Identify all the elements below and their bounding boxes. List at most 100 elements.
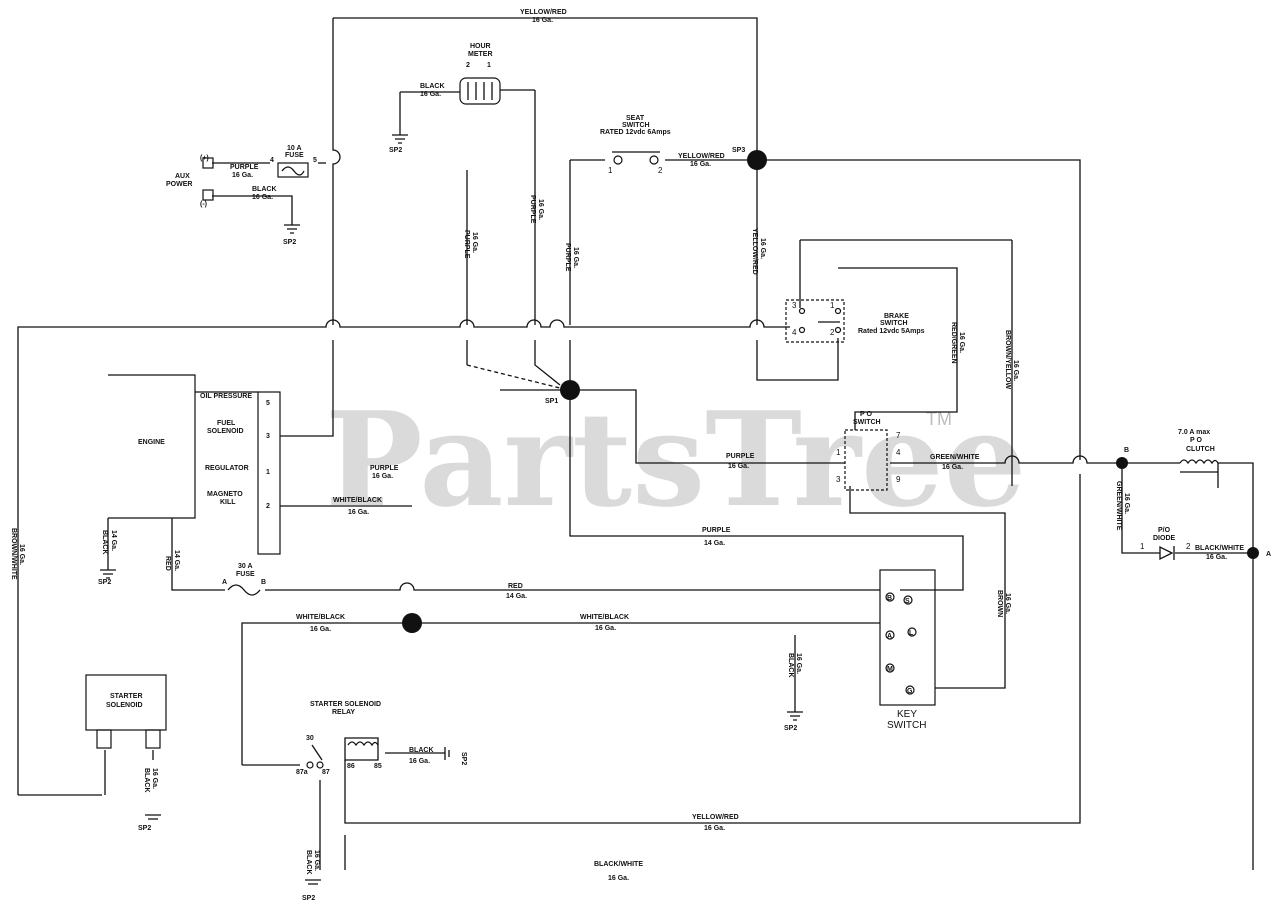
wl-gw-pto: GREEN/WHITE xyxy=(930,454,980,461)
wl-black-relay-v-ga: 16 Ga. xyxy=(313,850,320,871)
wl-bw-diode: BLACK/WHITE xyxy=(1195,545,1244,552)
pto-pin-3: 3 xyxy=(836,475,841,484)
engine-label: ENGINE xyxy=(138,439,165,446)
engine-pin-5: 5 xyxy=(266,400,270,407)
wl-red-green: RED/GREEN xyxy=(950,322,957,364)
wl-red-ga: 14 Ga. xyxy=(506,593,527,600)
wl-yr-seat: YELLOW/RED xyxy=(678,153,725,160)
relay-pin-87a: 87a xyxy=(296,769,308,776)
watermark-tm: TM xyxy=(926,409,952,429)
pto-pin-9: 9 xyxy=(896,475,901,484)
starter-solenoid-label: STARTER xyxy=(110,693,143,700)
ks-pin-b: B xyxy=(887,595,892,602)
wl-purple-pto-ga: 16 Ga. xyxy=(728,463,749,470)
wl-black-aux: BLACK xyxy=(252,186,277,193)
wl-wb-mag-ga: 16 Ga. xyxy=(348,509,369,516)
wl-purple-eng: PURPLE xyxy=(370,465,399,472)
hour-meter-body xyxy=(459,77,501,105)
fuse-10a: 10 A FUSE 4 5 xyxy=(270,145,317,178)
fuel-solenoid-label-2: SOLENOID xyxy=(207,428,244,435)
wl-purple-ks: PURPLE xyxy=(702,527,731,534)
relay-label: STARTER SOLENOID xyxy=(310,701,381,708)
wl-yr-bottom: YELLOW/RED xyxy=(692,814,739,821)
pto-diode-pin-2: 2 xyxy=(1186,542,1191,551)
wl-yr-seat-ga: 16 Ga. xyxy=(690,161,711,168)
wl-red-v-ga: 14 Ga. xyxy=(173,550,180,571)
wl-red: RED xyxy=(508,583,523,590)
key-switch-body xyxy=(879,569,936,706)
ks-pin-l: L xyxy=(909,630,914,637)
seat-switch-pin-1: 1 xyxy=(608,166,613,175)
brake-pin-1: 1 xyxy=(830,301,835,310)
wl-purple-v2: PURPLE xyxy=(529,195,536,224)
brake-pin-2: 2 xyxy=(830,328,835,337)
wires xyxy=(17,17,1254,870)
pto-clutch: 7.0 A max P O CLUTCH xyxy=(1178,429,1219,473)
hour-meter-label: HOUR xyxy=(470,43,491,50)
wl-purple-v3: PURPLE xyxy=(564,243,571,272)
wire-labels: YELLOW/RED 16 Ga. BLACK 16 Ga. PURPLE 16… xyxy=(10,9,1244,882)
seat-switch: SEAT SWITCH RATED 12vdc 6Amps 1 2 xyxy=(600,115,671,175)
regulator-label: REGULATOR xyxy=(205,465,249,472)
wl-wb-right-ga: 16 Ga. xyxy=(595,625,616,632)
watermark-brand: PartsTree xyxy=(325,383,1026,536)
connector-a-label: A xyxy=(1266,551,1271,558)
wl-yr-v: YELLOW/RED xyxy=(751,228,758,275)
oil-pressure-label: OIL PRESSURE xyxy=(200,393,252,400)
seat-switch-label: SEAT xyxy=(626,115,645,122)
fuse-10a-pin-5: 5 xyxy=(313,157,317,164)
wl-black-relay: BLACK xyxy=(409,747,434,754)
fuse-30a-pin-a: A xyxy=(222,579,227,586)
engine-pin-3: 3 xyxy=(266,433,270,440)
wl-brown-yellow: BROWN/YELLOW xyxy=(1004,330,1011,389)
wl-brown-ga: 16 Ga. xyxy=(1004,593,1011,614)
fuse-10a-pin-4: 4 xyxy=(270,157,274,164)
connector-b-label: B xyxy=(1124,447,1129,454)
pto-diode-label: P/O xyxy=(1158,527,1171,534)
fuel-solenoid-label: FUEL xyxy=(217,420,236,427)
wl-black-ks: BLACK xyxy=(787,653,794,678)
key-switch: B S A L M G KEY SWITCH xyxy=(879,569,936,731)
fuse-10a-label-2: FUSE xyxy=(285,152,304,159)
wl-brown-white-ga: 16 Ga. xyxy=(18,544,25,565)
brake-switch: 3 4 1 2 BRAKE SWITCH Rated 12vdc 5Amps xyxy=(785,299,925,343)
wl-brown-white: BROWN/WHITE xyxy=(10,528,17,580)
aux-power: (+) (-) AUX POWER xyxy=(166,155,214,208)
pto-switch-label: P O xyxy=(860,411,872,418)
hour-meter: HOUR METER 2 1 xyxy=(459,43,501,105)
sp1-label: SP1 xyxy=(545,398,558,405)
engine: ENGINE OIL PRESSURE FUEL SOLENOID REGULA… xyxy=(108,374,281,555)
hour-meter-pin-1: 1 xyxy=(487,62,491,69)
wl-wb-mag: WHITE/BLACK xyxy=(333,497,382,504)
relay-pin-85: 85 xyxy=(374,763,382,770)
fuse-30a-label-2: FUSE xyxy=(236,571,255,578)
sp2-label-6: SP2 xyxy=(138,825,151,832)
connector-a-dot xyxy=(1247,547,1259,559)
pto-switch: P O SWITCH 7 1 4 3 9 xyxy=(836,411,901,491)
wl-gw-v-ga: 16 Ga. xyxy=(1123,493,1130,514)
pto-pin-1: 1 xyxy=(836,448,841,457)
ks-pin-g: G xyxy=(907,688,913,695)
brake-switch-label: BRAKE xyxy=(884,313,909,320)
key-switch-label: KEY xyxy=(897,709,917,720)
hour-meter-label-2: METER xyxy=(468,51,493,58)
ks-pin-a: A xyxy=(887,633,892,640)
wl-purple-v1: PURPLE xyxy=(463,230,470,259)
sp2-label-1: SP2 xyxy=(389,147,402,154)
wl-yr-top: YELLOW/RED xyxy=(520,9,567,16)
brake-switch-label-2: SWITCH xyxy=(880,320,908,327)
wl-black-aux-ga: 16 Ga. xyxy=(252,194,273,201)
wl-black-hm-ga: 16 Ga. xyxy=(420,91,441,98)
starter-solenoid-label-2: SOLENOID xyxy=(106,702,143,709)
wl-red-green-ga: 16 Ga. xyxy=(958,332,965,353)
wl-bw-bottom-ga: 16 Ga. xyxy=(608,875,629,882)
starter-relay: STARTER SOLENOID RELAY 30 87a 87 86 85 xyxy=(296,701,382,776)
relay-pin-30: 30 xyxy=(306,735,314,742)
pto-switch-body xyxy=(844,429,888,491)
brake-pin-3: 3 xyxy=(792,301,797,310)
magneto-label: MAGNETO xyxy=(207,491,243,498)
relay-label-2: RELAY xyxy=(332,709,355,716)
wl-bw-bottom: BLACK/WHITE xyxy=(594,861,643,868)
pto-switch-label-2: SWITCH xyxy=(853,419,881,426)
wl-gw-v: GREEN/WHITE xyxy=(1115,481,1122,531)
